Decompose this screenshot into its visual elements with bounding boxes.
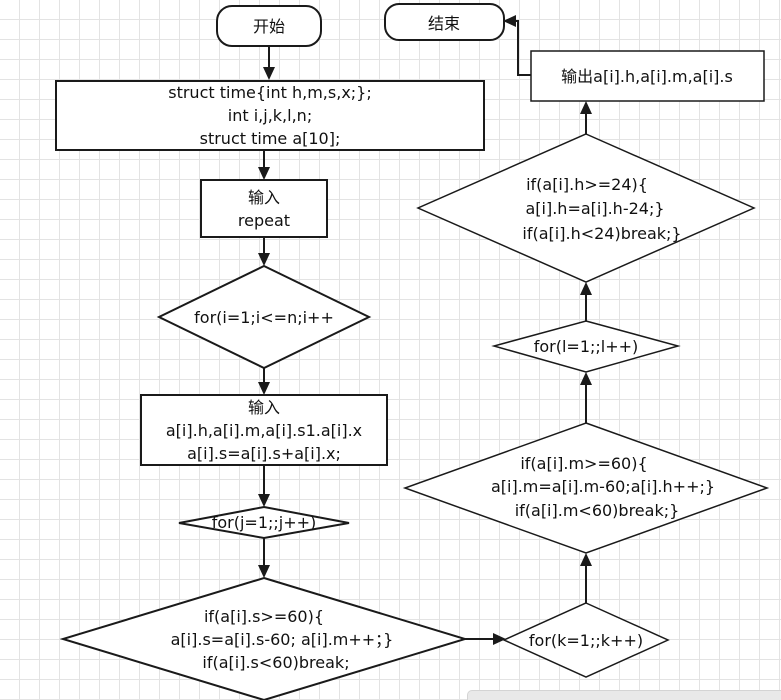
output-label: 输出a[i].h,a[i].m,a[i].s [561, 67, 733, 86]
edge-loop-l-to-cond-h [580, 282, 592, 321]
cond-s-line-1: if(a[i].s>=60){ [204, 607, 324, 626]
loop-k-diamond: for(k=1;;k++) [502, 602, 670, 678]
declaration-line-1: struct time{int h,m,s,x;}; [168, 83, 372, 102]
edge-decl-to-input-repeat [258, 150, 270, 180]
loop-i-label: for(i=1;i<=n;i++ [194, 308, 334, 327]
edge-loop-k-to-cond-m [580, 553, 592, 603]
cond-m-line-2: a[i].m=a[i].m-60;a[i].h++;} [491, 477, 715, 496]
end-label: 结束 [428, 14, 460, 33]
input-fields-box: 输入 a[i].h,a[i].m,a[i].s1.a[i].x a[i].s=a… [140, 394, 388, 466]
edge-input-repeat-to-loop-i [258, 237, 270, 266]
declaration-line-2: int i,j,k,l,n; [228, 106, 312, 125]
input-repeat-box: 输入 repeat [200, 179, 328, 238]
loop-k-label: for(k=1;;k++) [529, 631, 643, 650]
input-fields-line-1: 输入 [248, 398, 280, 417]
edge-start-to-decl [263, 46, 275, 80]
edge-loop-j-to-cond-s [258, 538, 270, 578]
horizontal-scrollbar[interactable] [467, 690, 781, 700]
cond-h-diamond: if(a[i].h>=24){ a[i].h=a[i].h-24;} if(a[… [416, 133, 756, 283]
edge-cond-m-to-loop-l [580, 372, 592, 423]
edge-output-to-end [503, 15, 531, 76]
cond-s-diamond: if(a[i].s>=60){ a[i].s=a[i].s-60; a[i].m… [59, 576, 469, 700]
edge-loop-i-to-input-fields [258, 368, 270, 395]
declaration-box: struct time{int h,m,s,x;}; int i,j,k,l,n… [55, 80, 485, 151]
edge-input-fields-to-loop-j [258, 465, 270, 507]
loop-l-diamond: for(l=1;;l++) [491, 320, 681, 373]
input-fields-line-2: a[i].h,a[i].m,a[i].s1.a[i].x [166, 421, 362, 440]
edge-cond-h-to-output [580, 101, 592, 134]
cond-m-diamond: if(a[i].m>=60){ a[i].m=a[i].m-60;a[i].h+… [402, 422, 770, 554]
input-repeat-line-1: 输入 [248, 188, 280, 207]
loop-l-label: for(l=1;;l++) [534, 337, 639, 356]
loop-j-diamond: for(j=1;;j++) [178, 505, 350, 540]
cond-h-line-2: a[i].h=a[i].h-24;} [525, 199, 664, 218]
start-label: 开始 [253, 17, 285, 36]
cond-h-line-1: if(a[i].h>=24){ [526, 175, 648, 194]
input-repeat-line-2: repeat [238, 211, 290, 230]
loop-j-label: for(j=1;;j++) [212, 513, 317, 532]
cond-m-line-1: if(a[i].m>=60){ [520, 454, 647, 473]
cond-m-line-3: if(a[i].m<60)break;} [515, 501, 680, 520]
cond-s-line-2: a[i].s=a[i].s-60; a[i].m++；} [171, 630, 394, 649]
edge-cond-s-to-loop-k [465, 633, 506, 645]
end-node: 结束 [384, 3, 505, 41]
output-box: 输出a[i].h,a[i].m,a[i].s [530, 50, 765, 102]
cond-h-line-3: if(a[i].h<24)break;} [522, 224, 681, 243]
input-fields-line-3: a[i].s=a[i].s+a[i].x; [187, 444, 341, 463]
declaration-line-3: struct time a[10]; [200, 129, 341, 148]
loop-i-diamond: for(i=1;i<=n;i++ [156, 264, 372, 370]
start-node: 开始 [216, 5, 322, 47]
cond-s-line-3: if(a[i].s<60)break; [202, 653, 349, 672]
